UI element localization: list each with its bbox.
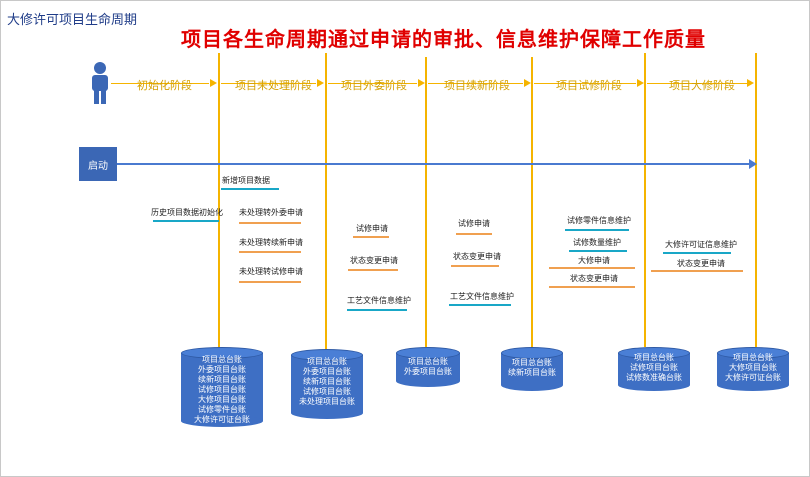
task-underline bbox=[239, 281, 301, 283]
ledger-item: 试修项目台账 bbox=[198, 385, 246, 394]
ledger-cylinder: 项目总台账 续新项目台账 bbox=[501, 347, 563, 391]
ledger-item: 项目总台账 bbox=[634, 353, 674, 362]
phase-label-init: 初始化阶段 bbox=[137, 79, 192, 92]
ledger-cylinder: 项目总台账 大修项目台账 大修许可证台账 bbox=[717, 347, 789, 391]
task-underline bbox=[549, 267, 635, 269]
ledger-cylinder: 项目总台账 外委项目台账 续新项目台账 试修项目台账 大修项目台账 试修零件台账… bbox=[181, 347, 263, 427]
task-underline bbox=[449, 304, 511, 306]
task-label: 工艺文件信息维护 bbox=[450, 292, 514, 301]
task-label: 试修申请 bbox=[356, 224, 388, 233]
task-label: 未处理转试修申请 bbox=[239, 267, 303, 276]
ledger-item: 大修项目台账 bbox=[729, 363, 777, 372]
arrow-head-icon bbox=[524, 79, 531, 87]
ledger-item: 项目总台账 bbox=[512, 358, 552, 367]
ledger-item: 续新项目台账 bbox=[508, 368, 556, 377]
phase-arrow bbox=[647, 83, 747, 84]
task-underline bbox=[239, 222, 301, 224]
task-label: 状态变更申请 bbox=[677, 259, 725, 268]
ledger-item: 外委项目台账 bbox=[198, 365, 246, 374]
arrow-head-icon bbox=[418, 79, 425, 87]
phase-arrow bbox=[534, 83, 636, 84]
ledger-item: 大修项目台账 bbox=[198, 395, 246, 404]
arrow-head-icon bbox=[637, 79, 644, 87]
ledger-item: 未处理项目台账 bbox=[299, 397, 355, 406]
ledger-item: 项目总台账 bbox=[733, 353, 773, 362]
task-label: 历史项目数据初始化 bbox=[151, 208, 223, 217]
ledger-item: 外委项目台账 bbox=[303, 367, 351, 376]
person-icon bbox=[92, 62, 108, 104]
phase-arrow bbox=[328, 83, 417, 84]
task-label: 工艺文件信息维护 bbox=[347, 296, 411, 305]
phase-label-renew: 项目续新阶段 bbox=[444, 79, 510, 92]
ledger-item: 外委项目台账 bbox=[404, 367, 452, 376]
ledger-item: 试修数准确台账 bbox=[626, 373, 682, 382]
task-underline bbox=[348, 269, 398, 271]
task-label: 试修零件信息维护 bbox=[567, 216, 631, 225]
arrow-head-icon bbox=[210, 79, 217, 87]
task-label: 未处理转外委申请 bbox=[239, 208, 303, 217]
timeline-arrow-icon bbox=[749, 159, 757, 169]
phase-label-outsource: 项目外委阶段 bbox=[341, 79, 407, 92]
phase-divider bbox=[218, 53, 220, 349]
task-underline bbox=[549, 286, 635, 288]
task-underline bbox=[565, 229, 629, 231]
task-underline bbox=[353, 236, 389, 238]
task-underline bbox=[239, 251, 301, 253]
ledger-item: 试修项目台账 bbox=[303, 387, 351, 396]
task-label: 状态变更申请 bbox=[453, 252, 501, 261]
phase-label-unprocessed: 项目未处理阶段 bbox=[235, 79, 312, 92]
task-label: 大修许可证信息维护 bbox=[665, 240, 737, 249]
task-label: 试修数量维护 bbox=[573, 238, 621, 247]
ledger-item: 续新项目台账 bbox=[198, 375, 246, 384]
phase-divider bbox=[425, 57, 427, 347]
ledger-item: 续新项目台账 bbox=[303, 377, 351, 386]
task-underline bbox=[651, 270, 743, 272]
ledger-item: 项目总台账 bbox=[202, 355, 242, 364]
phase-label-trial: 项目试修阶段 bbox=[556, 79, 622, 92]
arrow-head-icon bbox=[747, 79, 754, 87]
diagram-heading: 项目各生命周期通过申请的审批、信息维护保障工作质量 bbox=[181, 27, 706, 51]
ledger-item: 项目总台账 bbox=[408, 357, 448, 366]
arrow-head-icon bbox=[317, 79, 324, 87]
phase-divider bbox=[325, 53, 327, 351]
start-box: 启动 bbox=[79, 147, 117, 181]
task-underline bbox=[456, 233, 492, 235]
phase-arrow bbox=[221, 83, 316, 84]
phase-divider bbox=[644, 53, 646, 347]
task-label: 试修申请 bbox=[458, 219, 490, 228]
task-label: 未处理转续新申请 bbox=[239, 238, 303, 247]
ledger-item: 试修项目台账 bbox=[630, 363, 678, 372]
phase-divider bbox=[531, 57, 533, 347]
task-label: 状态变更申请 bbox=[350, 256, 398, 265]
ledger-item: 大修许可证台账 bbox=[725, 373, 781, 382]
ledger-cylinder: 项目总台账 试修项目台账 试修数准确台账 bbox=[618, 347, 690, 391]
task-underline bbox=[221, 188, 279, 190]
phase-arrow bbox=[111, 83, 209, 84]
task-label: 大修申请 bbox=[578, 256, 610, 265]
ledger-cylinder: 项目总台账 外委项目台账 续新项目台账 试修项目台账 未处理项目台账 bbox=[291, 349, 363, 419]
ledger-cylinder: 项目总台账 外委项目台账 bbox=[396, 347, 460, 387]
phase-arrow bbox=[428, 83, 523, 84]
task-underline bbox=[153, 220, 219, 222]
ledger-item: 项目总台账 bbox=[307, 357, 347, 366]
phase-label-overhaul: 项目大修阶段 bbox=[669, 79, 735, 92]
ledger-item: 试修零件台账 bbox=[198, 405, 246, 414]
timeline-line bbox=[117, 163, 751, 165]
task-label: 状态变更申请 bbox=[570, 274, 618, 283]
task-underline bbox=[663, 252, 731, 254]
task-underline bbox=[347, 309, 407, 311]
phase-divider bbox=[755, 53, 757, 347]
ledger-item: 大修许可证台账 bbox=[194, 415, 250, 424]
task-label: 新增项目数据 bbox=[222, 176, 270, 185]
page-title: 大修许可项目生命周期 bbox=[7, 13, 138, 28]
task-underline bbox=[569, 250, 627, 252]
task-underline bbox=[451, 265, 499, 267]
